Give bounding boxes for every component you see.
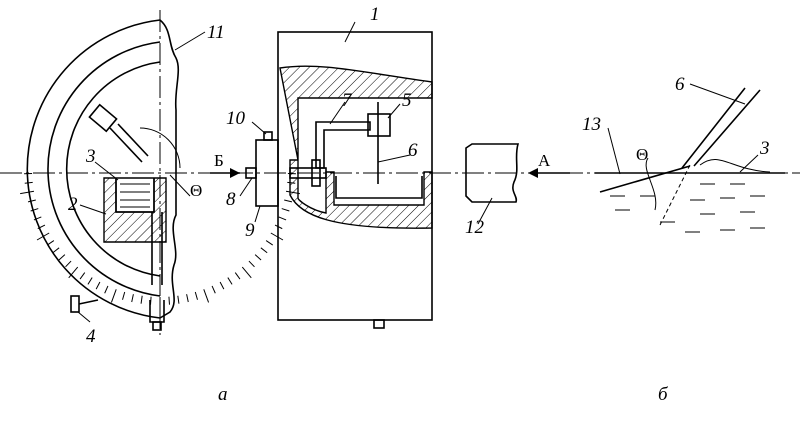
bottom-knob — [149, 300, 165, 323]
rod-flange — [311, 159, 321, 187]
scale-tick — [140, 295, 143, 304]
lamp-body — [465, 143, 520, 203]
dish — [335, 176, 423, 199]
scale-tick — [104, 285, 109, 294]
label-6b: 6 — [675, 74, 685, 95]
scale-tick — [194, 291, 198, 300]
label-12: 12 — [465, 217, 485, 238]
label-3: 3 — [85, 146, 96, 167]
label-4: 4 — [86, 326, 96, 347]
liquid-lines — [120, 183, 150, 208]
label-9: 9 — [245, 220, 255, 241]
label-6: 6 — [408, 140, 418, 161]
part-10 — [263, 131, 273, 141]
inner-scale-arc — [47, 41, 161, 297]
scale-tick — [278, 216, 287, 221]
scale-tick — [79, 272, 86, 280]
leader-lines — [77, 21, 759, 323]
sample-6b — [681, 87, 761, 169]
scale-tick — [27, 199, 36, 203]
scale-tick — [68, 266, 79, 279]
view-b-contact — [595, 87, 785, 233]
stem — [151, 212, 163, 285]
bottom-pin — [152, 321, 162, 331]
lamp-12 — [465, 143, 570, 203]
scale-tick — [241, 266, 252, 279]
scale-tick — [65, 260, 72, 268]
scale-tick — [219, 281, 225, 290]
scale-ticks — [20, 172, 300, 311]
screw-4-shaft — [78, 299, 99, 305]
scale-tick — [211, 285, 216, 294]
arrow-b-head — [230, 168, 240, 178]
clamp-5 — [367, 113, 391, 137]
scale-tick — [58, 254, 66, 261]
screw-4 — [70, 295, 80, 313]
scale-tick — [270, 232, 284, 241]
meniscus — [699, 159, 771, 173]
angle-label-a: Θ — [190, 181, 202, 200]
scale-tick — [20, 190, 35, 195]
scale-tick — [177, 295, 180, 304]
scale-tick — [110, 289, 117, 303]
label-11: 11 — [207, 22, 225, 43]
arrow-a-label: А — [538, 151, 551, 170]
scale-tick — [36, 232, 50, 241]
view-a-body — [210, 31, 433, 329]
label-13: 13 — [582, 114, 601, 135]
scale-tick — [281, 208, 290, 212]
scale-tick — [87, 277, 93, 285]
bracket-7 — [315, 121, 371, 169]
scale-tick — [186, 294, 189, 303]
scale-tick — [254, 254, 262, 261]
angle-arc — [139, 127, 181, 169]
scale-tick — [227, 277, 233, 285]
hatched-section — [279, 65, 433, 229]
scale-tick — [131, 294, 134, 303]
scale-tick — [284, 199, 293, 203]
inner-arc — [65, 61, 161, 277]
scale-tick — [122, 291, 126, 300]
scale-tick — [30, 208, 39, 212]
scale-tick — [265, 240, 274, 246]
scale-tick — [24, 181, 33, 184]
needle-holder — [88, 103, 149, 163]
scale-tick — [248, 260, 255, 268]
caption-b: б — [658, 384, 669, 405]
shaft-8 — [245, 167, 257, 179]
arrow-a-head — [528, 168, 538, 178]
label-1: 1 — [370, 4, 380, 25]
angle-label-b: Θ — [636, 145, 648, 164]
view-a-protractor — [20, 10, 300, 335]
scale-tick — [95, 281, 101, 290]
cup-3 — [115, 178, 155, 213]
scale-tick — [168, 296, 170, 305]
scale-tick — [46, 240, 55, 246]
label-5: 5 — [402, 90, 412, 111]
body-pin — [373, 319, 385, 329]
label-3b: 3 — [759, 138, 770, 159]
angle-arc-b — [645, 157, 657, 211]
outer-arc — [26, 19, 161, 319]
scale-tick — [203, 289, 210, 303]
rod — [289, 167, 327, 179]
holder-2 — [103, 177, 167, 243]
label-8: 8 — [226, 189, 236, 210]
scale-tick — [234, 272, 241, 280]
break-edge — [159, 19, 180, 319]
scale-tick — [33, 216, 42, 221]
arrow-b-label: Б — [214, 151, 224, 170]
scale-tick — [37, 224, 46, 230]
liquid-dashes-b — [610, 183, 765, 233]
scale-tick — [260, 247, 268, 254]
baseline-13 — [599, 165, 691, 193]
label-2: 2 — [68, 194, 78, 215]
label-10: 10 — [226, 108, 246, 129]
caption-a: а — [218, 384, 228, 405]
scale-tick — [52, 247, 60, 254]
label-7: 7 — [342, 90, 353, 111]
angle-ray — [169, 174, 191, 197]
